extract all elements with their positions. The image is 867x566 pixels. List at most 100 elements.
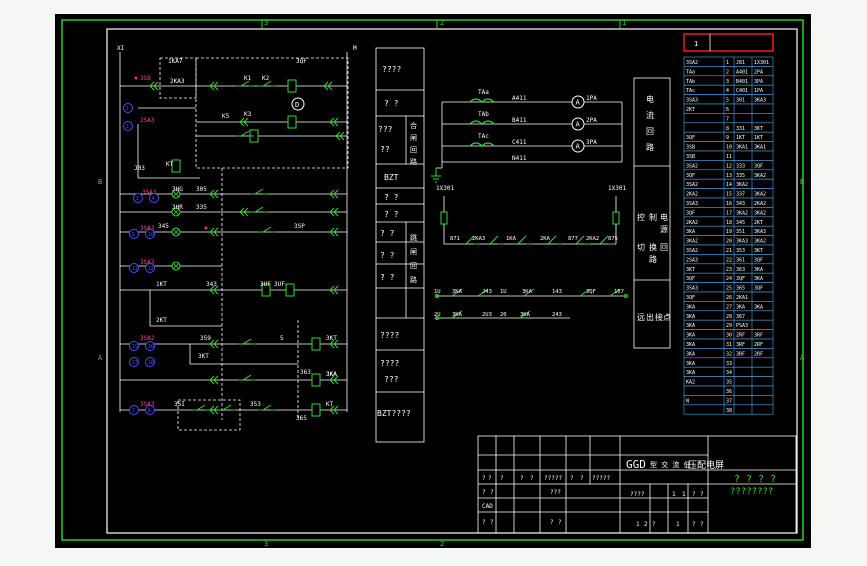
zone-top-1: 1 bbox=[622, 19, 626, 27]
switch-contact bbox=[238, 374, 256, 381]
switch-contact bbox=[236, 130, 254, 137]
terminal-target: 1KT bbox=[754, 135, 763, 141]
terminal-bubble-label: 15 bbox=[132, 344, 138, 350]
side-text-15: 接 bbox=[655, 312, 663, 322]
zone-markers: 3 2 1 3 2 B A B A bbox=[98, 19, 805, 548]
zone-right-A: A bbox=[800, 354, 805, 362]
junction bbox=[434, 315, 440, 321]
terminal-target: 3KA bbox=[754, 267, 763, 273]
breaker-enclosure bbox=[195, 57, 349, 169]
terminal-target: 3PA bbox=[754, 79, 763, 85]
ammeter bbox=[571, 117, 585, 131]
title-cell-r1-8: ? bbox=[580, 475, 584, 482]
contact bbox=[575, 235, 590, 245]
node-2kt: 2KT bbox=[156, 317, 167, 324]
title-subtitle: ? ? ? ? bbox=[734, 474, 776, 485]
trip-label-7: 3QF bbox=[586, 289, 596, 295]
terminal-code: 363 bbox=[736, 267, 745, 273]
contact-label-1: 871 bbox=[450, 236, 460, 242]
terminal-bubble bbox=[129, 405, 139, 415]
switch-contact bbox=[192, 404, 210, 411]
switch-contact bbox=[218, 404, 236, 411]
side-text-13: 远 bbox=[637, 313, 645, 322]
terminal-code: 367 bbox=[736, 314, 745, 320]
terminal-code: 343 bbox=[736, 201, 745, 207]
switch-contact bbox=[258, 80, 276, 87]
terminal-code: 1KT bbox=[736, 135, 745, 141]
fuse bbox=[440, 211, 448, 225]
terminal-target: 3KA2 bbox=[754, 210, 766, 216]
wire-a411: A411 bbox=[512, 95, 527, 102]
terminal-row-frame bbox=[683, 404, 774, 415]
title-cell-r1-2: ? bbox=[488, 475, 492, 482]
title-cell-r4-5: 1 bbox=[636, 521, 640, 528]
side-char-8: 路 bbox=[410, 275, 417, 284]
lamp-cross bbox=[172, 208, 180, 216]
terminal-number: 37 bbox=[726, 398, 732, 404]
terminal-number: 21 bbox=[726, 248, 732, 254]
side-text-3: 回 bbox=[646, 127, 654, 136]
function-cell-13: ??? bbox=[384, 375, 399, 384]
terminal-bubble-label: 1 bbox=[126, 106, 129, 112]
terminal-target: 3KA3 bbox=[754, 229, 766, 235]
function-cell-bzt-2: BZT???? bbox=[377, 409, 411, 418]
terminal-target: 2RF bbox=[754, 342, 763, 348]
switch-contact bbox=[258, 226, 276, 233]
row-label-3sa3-a: 3SA3 bbox=[142, 189, 157, 196]
terminal-code: 3RF bbox=[736, 342, 745, 348]
terminal-bubble-label: 12 bbox=[148, 266, 154, 272]
meter-1pa: 1PA bbox=[586, 95, 597, 102]
schematic-labels: XI M 3QF 1KA7 2KA3 J03 KT 3HG 3HR 305 33… bbox=[117, 45, 357, 422]
coil-symbol bbox=[311, 403, 321, 417]
terminal-number: 23 bbox=[726, 267, 732, 273]
connector-chevron bbox=[329, 285, 339, 295]
terminal-code: 365 bbox=[736, 286, 745, 292]
contact bbox=[489, 235, 504, 245]
connector-chevron bbox=[329, 117, 339, 127]
terminal-tag: 3SB bbox=[686, 145, 695, 151]
terminal-number: 32 bbox=[726, 351, 732, 357]
trip-label-5: 3KA bbox=[522, 289, 533, 295]
trip-label-4: 1U bbox=[500, 289, 507, 295]
title-cell-r2-10: ? bbox=[692, 491, 696, 498]
node-1ka7: 1KA7 bbox=[168, 58, 183, 65]
terminal-code: 3QF bbox=[736, 276, 745, 282]
terminal-number: 25 bbox=[726, 286, 732, 292]
title-cell-r1-6: ????? bbox=[544, 475, 562, 482]
contact bbox=[465, 235, 480, 245]
meter-3pa: 3PA bbox=[586, 139, 597, 146]
terminal-code: J81 bbox=[736, 60, 745, 66]
terminal-bubble-label: 8 bbox=[148, 408, 151, 414]
trip-contact bbox=[579, 288, 591, 297]
trip2-label-1: 2U bbox=[434, 312, 441, 318]
side-text-2: 流 bbox=[646, 110, 654, 120]
node-2ka3: 2KA3 bbox=[170, 78, 185, 85]
terminal-number: 17 bbox=[726, 210, 732, 216]
connector-chevron bbox=[209, 339, 219, 349]
terminal-tag: 3KA bbox=[686, 370, 695, 376]
side-text-7: 电 bbox=[660, 212, 668, 222]
terminal-tag: TAa bbox=[686, 69, 695, 75]
terminal-number: 26 bbox=[726, 295, 732, 301]
title-cell-r1-1: ? bbox=[482, 475, 486, 482]
trip-label-8: 107 bbox=[614, 289, 624, 295]
terminal-bubble bbox=[145, 405, 155, 415]
title-block bbox=[477, 435, 797, 534]
terminal-tag: 3SA3 bbox=[686, 201, 698, 207]
side-text-9: 切 bbox=[637, 243, 645, 252]
ammeter-glyph: A bbox=[576, 99, 581, 107]
connector-chevron bbox=[329, 339, 339, 349]
terminal-code: 3KA3 bbox=[736, 239, 748, 245]
terminal-target: 1X301 bbox=[754, 60, 769, 66]
contact-label-5: 877 bbox=[568, 236, 578, 242]
